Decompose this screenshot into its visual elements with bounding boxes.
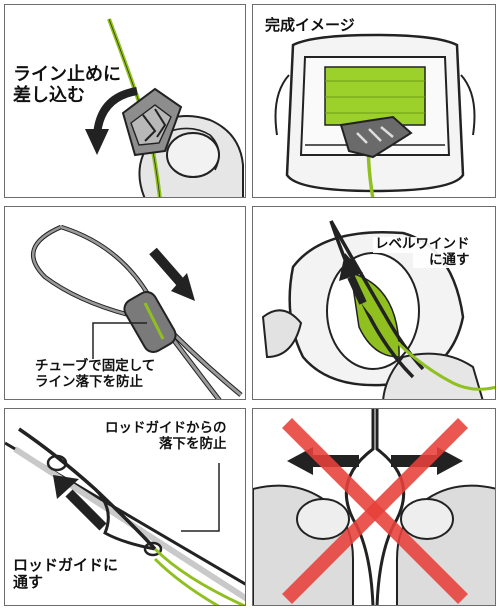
panel-level-wind: レベルワインド に通す: [252, 206, 496, 400]
threading-arrow: [65, 489, 107, 531]
panel-tube-fixing: チューブで固定して ライン落下を防止: [4, 206, 246, 400]
callout-line: [92, 322, 147, 359]
prohibited-cross-mark: [282, 418, 468, 604]
panel-1-label: ライン止めに 差し込む: [13, 64, 121, 106]
panel-5-callout: ロッドガイドからの 落下を防止: [105, 420, 227, 452]
fishing-line: [153, 547, 245, 605]
panel-insert-line-stopper: ライン止めに 差し込む: [4, 4, 246, 198]
tube-slide-arrow: [149, 247, 185, 287]
panel-5-illustration: [5, 427, 245, 605]
fixing-tube: [123, 291, 177, 353]
panel-3-label: チューブで固定して ライン落下を防止: [35, 358, 156, 390]
callout-line: [181, 463, 220, 532]
reel-illustration: [274, 33, 476, 193]
panel-1-illustration: [85, 18, 244, 197]
panel-5-label: ロッドガイドに 通す: [13, 556, 119, 592]
panel-2-illustration: [274, 33, 476, 197]
panel-4-label: レベルワインド に通す: [373, 236, 472, 269]
hands-illustration: [253, 484, 495, 605]
line-stopper-clip: [121, 87, 183, 157]
fishing-line: [361, 302, 495, 391]
panel-rod-guide: ロッドガイドからの 落下を防止 ロッドガイドに 通す: [4, 408, 246, 606]
hand-illustration: [382, 352, 484, 399]
threading-arrow: [347, 275, 367, 305]
panel-completed-image: 完成イメージ: [252, 4, 496, 198]
line-stopper-clip: [339, 115, 413, 159]
panel-wrong-method: [252, 408, 496, 606]
panel-3-illustration: [31, 224, 243, 399]
panel-6-illustration: [253, 409, 495, 605]
panel-4-illustration: [261, 220, 495, 399]
panel-2-label: 完成イメージ: [265, 16, 355, 34]
insert-direction-arrow: [93, 87, 138, 136]
